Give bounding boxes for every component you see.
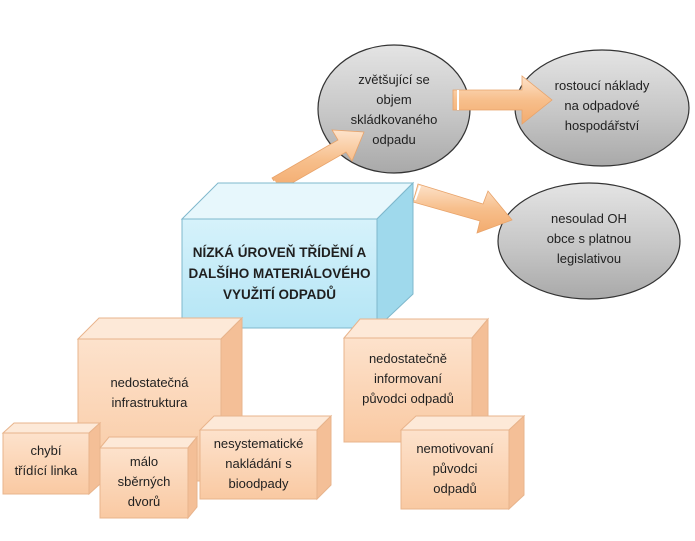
arrow-to-legislation	[412, 183, 513, 234]
cause-label-motivated: nemotivovaní původci odpadů	[401, 437, 509, 501]
cause-box-sorting-line	[1, 421, 102, 496]
cause-line: infrastruktura	[111, 395, 188, 410]
consequence-label-legislation: nesoulad OH obce s platnou legislativou	[524, 203, 654, 275]
cause-box-motivated	[399, 414, 526, 511]
cause-label-infrastructure: nedostatečná infrastruktura	[78, 368, 221, 418]
consequence-line: odpadu	[372, 132, 416, 147]
cause-line: nedostatečná	[110, 375, 189, 390]
consequence-line: na odpadové	[564, 98, 640, 113]
arrow-to-costs	[452, 75, 553, 125]
cause-line: chybí	[30, 443, 62, 458]
cause-label-bio-waste: nesystematické nakládání s bioodpady	[200, 432, 317, 496]
main-problem-line: NÍZKÁ ÚROVEŇ TŘÍDĚNÍ A	[192, 245, 367, 260]
cause-line: informovaní	[374, 371, 442, 386]
cause-box-collection-yards	[98, 435, 199, 520]
main-problem-line: DALŠÍHO MATERIÁLOVÉHO	[188, 266, 371, 281]
cause-line: nedostatečně	[368, 351, 448, 366]
consequence-ellipse-legislation	[497, 182, 681, 300]
consequence-line: rostoucí náklady	[554, 78, 650, 93]
consequence-line: obce s platnou	[546, 231, 632, 246]
cause-box-bio-waste	[198, 414, 333, 501]
consequence-line: zvětšující se	[358, 72, 430, 87]
cause-line: původci odpadů	[362, 391, 454, 406]
consequence-line: legislativou	[556, 251, 622, 266]
cause-line: bioodpady	[228, 476, 289, 491]
consequence-line: hospodářství	[564, 118, 640, 133]
cause-line: sběrných	[117, 474, 171, 489]
cause-line: nakládání s	[225, 456, 292, 471]
main-problem-box	[180, 181, 415, 330]
cause-line: odpadů	[433, 481, 477, 496]
cause-label-sorting-line: chybí třídící linka	[3, 436, 89, 486]
consequence-line: skládkovaného	[350, 112, 438, 127]
cause-label-informed: nedostatečně informovaní původci odpadů	[344, 346, 472, 412]
cause-line: nesystematické	[213, 436, 304, 451]
consequence-label-landfill: zvětšující se objem skládkovaného odpadu	[334, 62, 454, 158]
cause-line: nemotivovaní	[416, 441, 494, 456]
main-problem-line: VYUŽITÍ ODPADŮ	[222, 287, 336, 302]
main-problem-label: NÍZKÁ ÚROVEŇ TŘÍDĚNÍ A DALŠÍHO MATERIÁLO…	[182, 219, 377, 328]
consequence-label-costs: rostoucí náklady na odpadové hospodářstv…	[537, 70, 667, 142]
cause-line: málo	[129, 454, 159, 469]
cause-line: třídící linka	[14, 463, 78, 478]
consequence-line: nesoulad OH	[551, 211, 627, 226]
cause-label-collection-yards: málo sběrných dvorů	[100, 450, 188, 514]
cause-line: dvorů	[127, 494, 161, 509]
consequence-line: objem	[376, 92, 412, 107]
cause-line: původci	[432, 461, 478, 476]
